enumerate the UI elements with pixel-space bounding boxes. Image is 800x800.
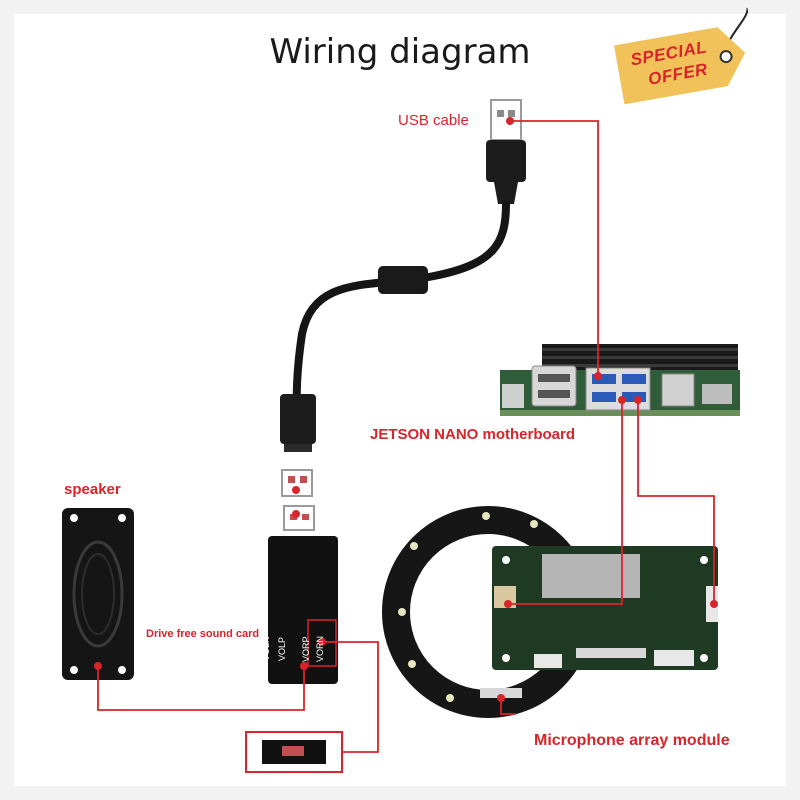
sound-card-pin-highlight [307,619,337,667]
label-jetson-nano: JETSON NANO motherboard [370,426,576,443]
label-speaker: speaker [64,481,121,498]
pin-label: VORN [315,636,325,663]
label-sound-card: Drive free sound card [146,628,260,640]
wire-endpoints [94,117,718,702]
connector-plug [282,746,304,756]
diagram-canvas: Wiring diagram [14,14,786,786]
pin-label: VOLN [261,636,271,662]
special-offer-badge: SPECIAL OFFER [600,7,763,119]
sound-card-body [268,536,338,684]
jetson-nano-board [500,344,740,416]
wiring-illustration [62,99,740,773]
usb-plug-bottom [280,394,316,531]
label-usb-cable: USB cable [398,112,469,129]
pin-label: VORP [301,636,311,662]
usb-plug-top [486,99,526,204]
sound-card-pin-labels: VOLN VOLP VORP VORN [259,624,329,674]
label-microphone-array: Microphone array module [534,732,730,749]
pin-label: VOLP [277,637,287,662]
speaker-body [62,508,134,680]
ferrite-bead [378,266,428,294]
microphone-array-module [382,506,718,718]
usb-cable-wire [292,200,510,428]
diagram-title: Wiring diagram [269,32,531,72]
connection-wires [97,120,715,753]
